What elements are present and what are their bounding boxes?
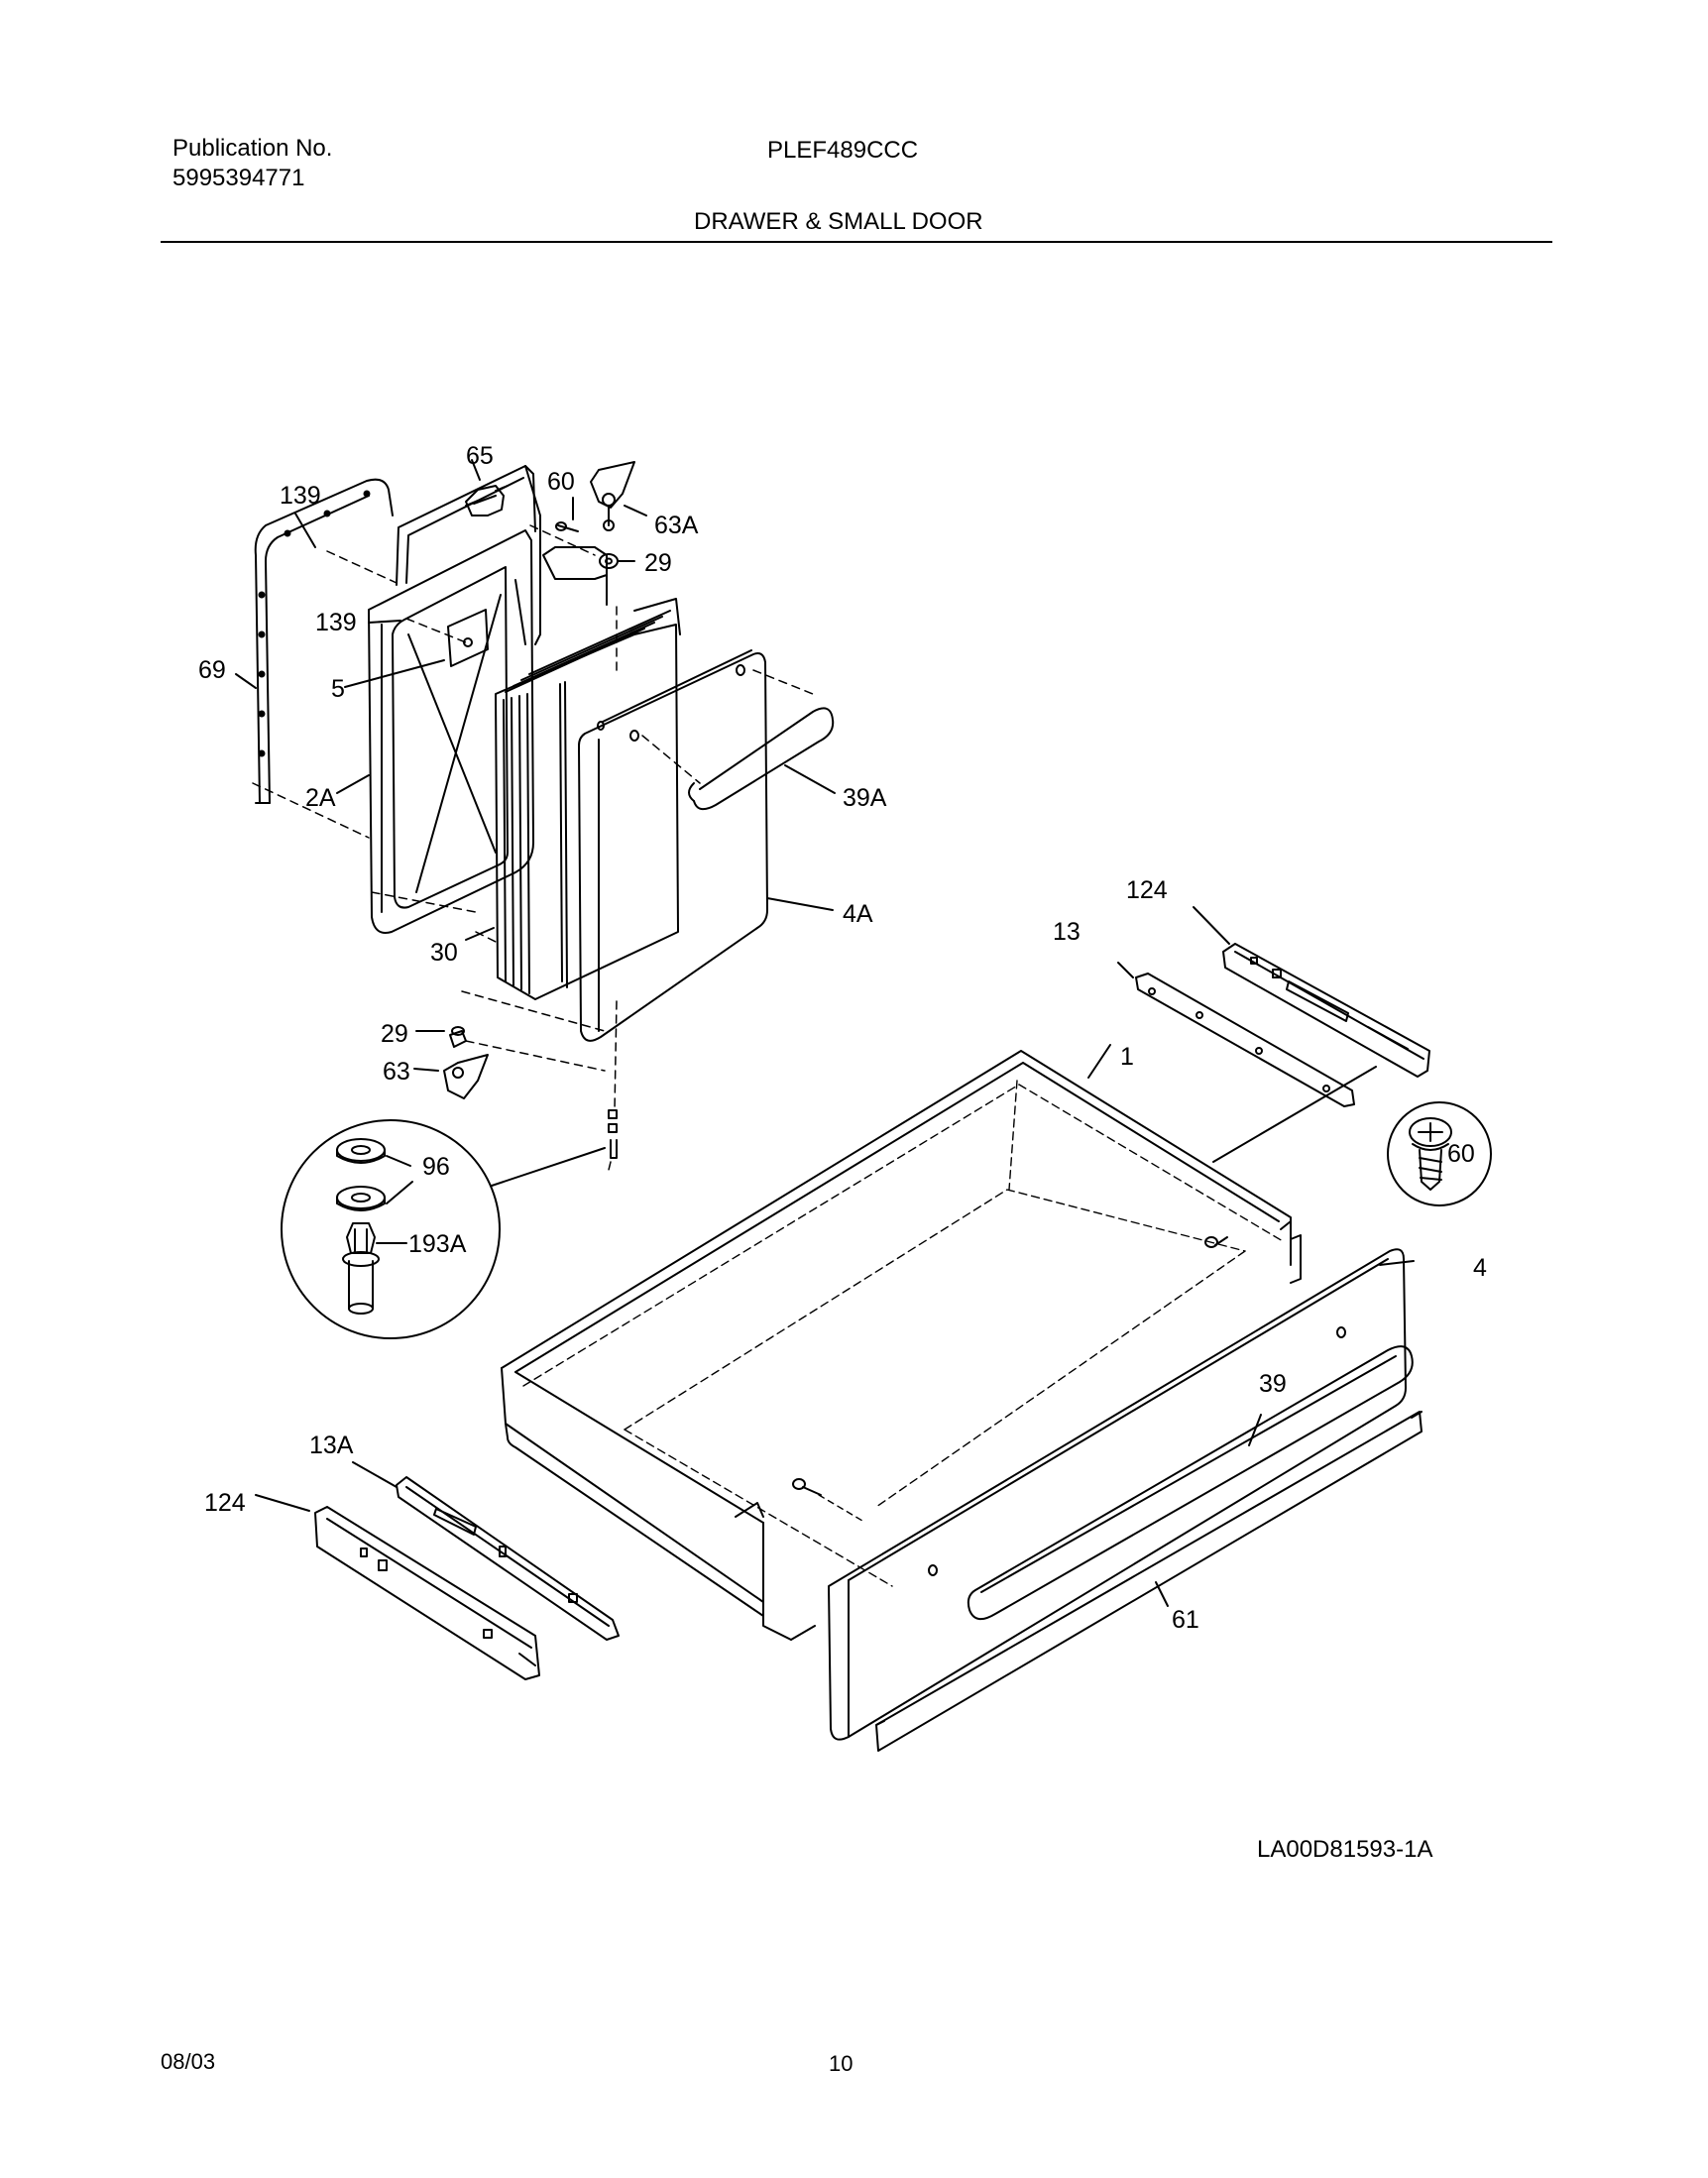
callout-61: 61 xyxy=(1172,1606,1199,1634)
leader-lines xyxy=(235,459,1415,1607)
callout-1: 1 xyxy=(1120,1043,1134,1071)
small-handle-39A xyxy=(688,707,835,811)
page-number: 10 xyxy=(829,2051,854,2076)
hinge-bracket-upper xyxy=(396,465,541,645)
slide-rail-124-upper xyxy=(1222,943,1430,1078)
callout-4A: 4A xyxy=(843,900,873,928)
callout-29-low: 29 xyxy=(381,1020,408,1048)
rail-13A xyxy=(396,1476,620,1641)
drawer-body-1 xyxy=(501,1050,1302,1641)
callout-13A: 13A xyxy=(309,1432,354,1459)
callout-4: 4 xyxy=(1473,1254,1487,1282)
drawer-inner-dash xyxy=(522,1080,1284,1587)
callout-96: 96 xyxy=(422,1153,450,1181)
drawer-handle-39 xyxy=(967,1345,1414,1621)
trim-strip-61 xyxy=(875,1411,1423,1752)
callout-60-top: 60 xyxy=(547,468,575,496)
callout-39: 39 xyxy=(1259,1370,1287,1398)
callout-193A: 193A xyxy=(408,1230,467,1258)
callout-124-top: 124 xyxy=(1126,876,1168,904)
door-panel-stack-30 xyxy=(495,598,681,1000)
inner-door-panel-2A xyxy=(368,529,534,934)
callout-65: 65 xyxy=(466,442,494,470)
pivot-stack xyxy=(608,1109,618,1159)
hinge-arm-upper xyxy=(542,546,608,606)
callout-139-top: 139 xyxy=(280,482,321,510)
callout-39A: 39A xyxy=(843,784,887,812)
bushing-29-top xyxy=(599,553,619,569)
small-door-4A xyxy=(578,649,768,1042)
callout-30: 30 xyxy=(430,939,458,967)
drawer-front-4 xyxy=(828,1248,1407,1741)
detail-circle xyxy=(281,1119,501,1339)
callout-63: 63 xyxy=(383,1058,410,1086)
section-title: DRAWER & SMALL DOOR xyxy=(694,208,983,235)
figure-code: LA00D81593-1A xyxy=(1257,1836,1433,1863)
publication-number: 5995394771 xyxy=(172,165,305,191)
hinge-63-low xyxy=(443,1054,489,1099)
rail-13 xyxy=(1135,973,1355,1107)
callout-139-mid: 139 xyxy=(315,609,357,636)
drawer-screws xyxy=(792,1236,1228,1522)
callout-60-right: 60 xyxy=(1447,1140,1475,1168)
model-number: PLEF489CCC xyxy=(767,137,919,164)
callout-labels: 139 65 60 63A 29 139 5 69 2A 39A 4A 30 2… xyxy=(198,442,1487,1634)
callout-29-top: 29 xyxy=(644,549,672,577)
door-trim-69 xyxy=(254,478,394,804)
publication-date: 08/03 xyxy=(161,2049,216,2074)
callout-124-bottom: 124 xyxy=(204,1489,246,1517)
header-rule xyxy=(161,241,1552,243)
callout-63A: 63A xyxy=(654,512,699,539)
slide-rail-124-lower xyxy=(314,1506,540,1680)
hinge-63A xyxy=(590,461,635,531)
callout-69: 69 xyxy=(198,656,226,684)
callout-2A: 2A xyxy=(305,784,336,812)
callout-5: 5 xyxy=(331,675,345,703)
screw-60-top xyxy=(555,521,579,532)
alignment-lines xyxy=(252,524,814,1171)
publication-label: Publication No. xyxy=(172,135,333,162)
bushing-29-low xyxy=(449,1026,467,1048)
callout-13: 13 xyxy=(1053,918,1081,946)
clip-65 xyxy=(465,485,505,516)
screw-detail-60 xyxy=(1387,1101,1492,1206)
